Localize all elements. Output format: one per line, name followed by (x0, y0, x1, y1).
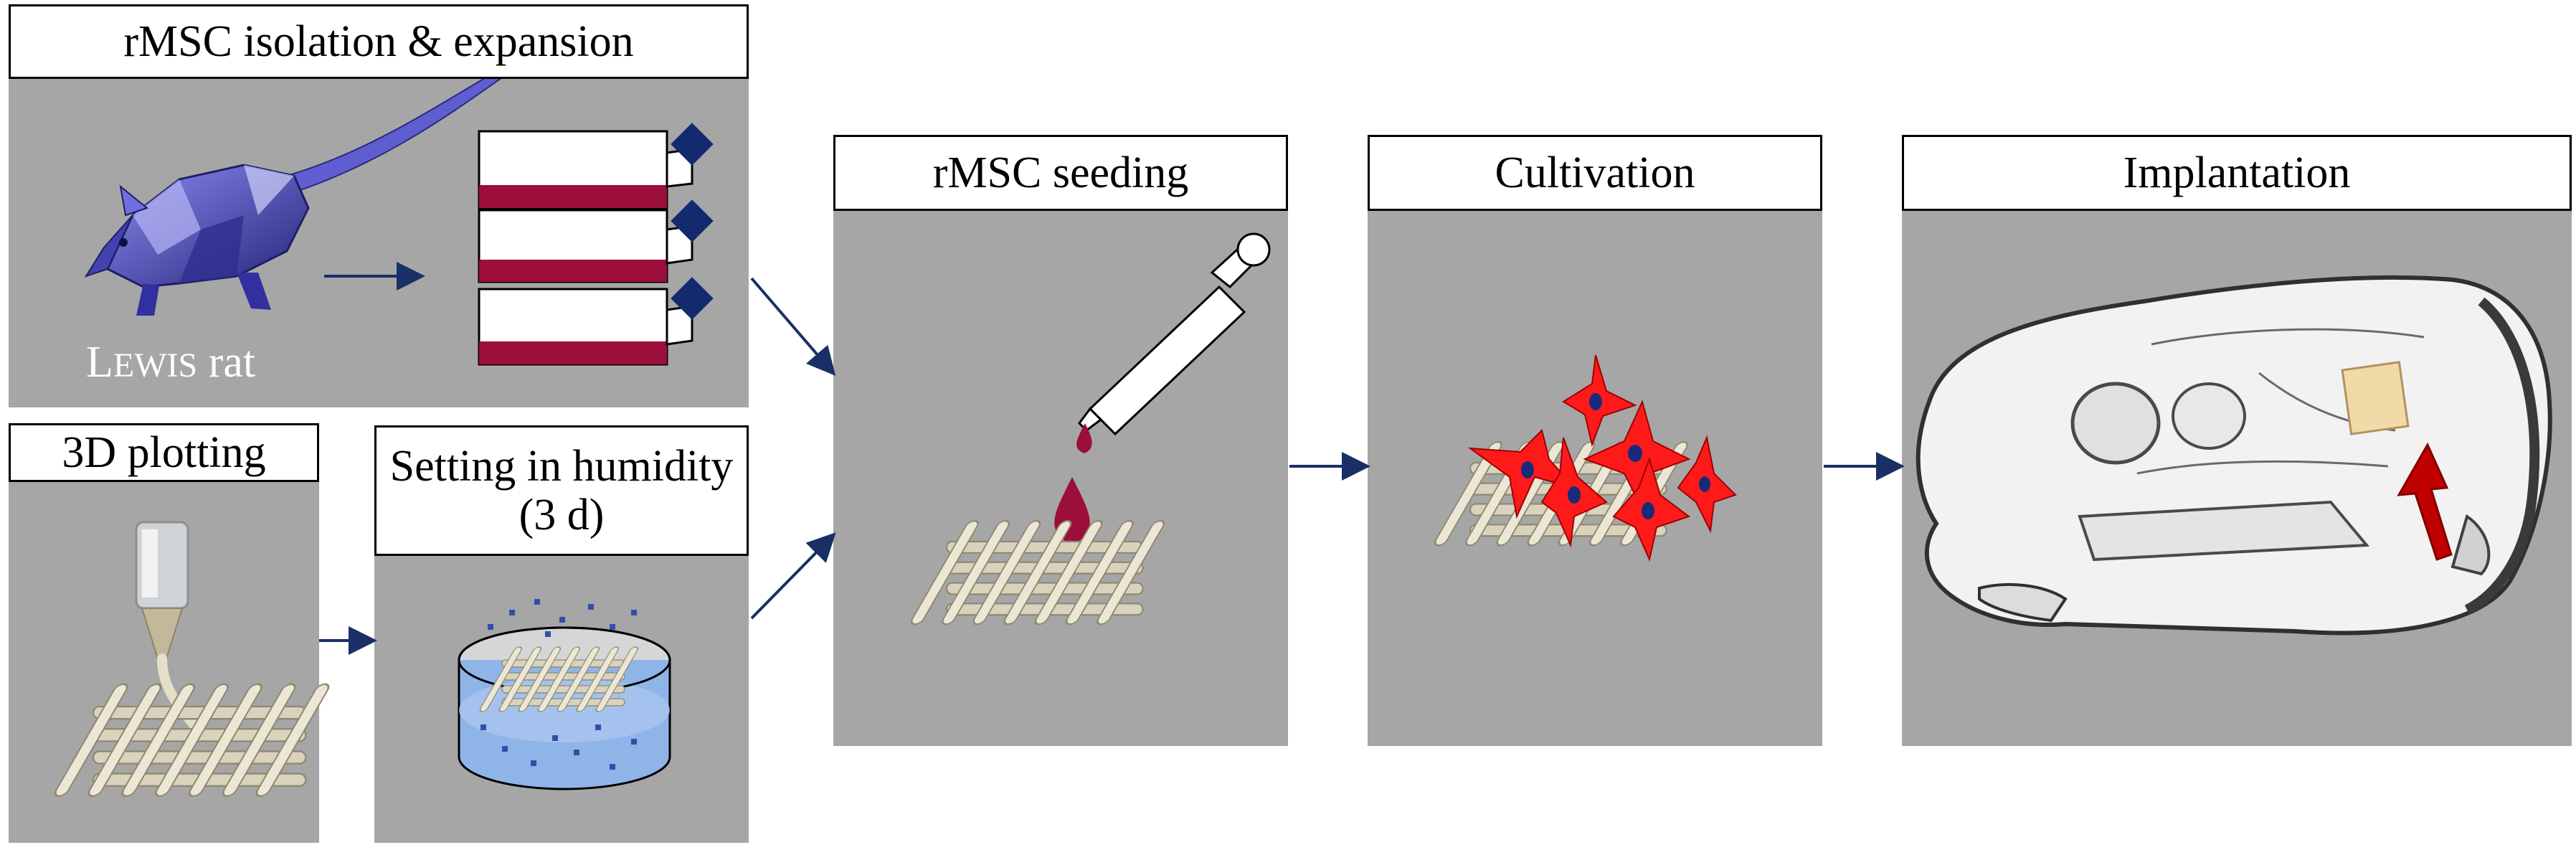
arrow-isolation-to-seeding (750, 277, 836, 377)
arrow-setting-to-seeding (750, 532, 836, 620)
skull-illustration (1916, 275, 2552, 636)
label-implantation: Implantation (1902, 135, 2572, 211)
rat-caption-initial: L (86, 338, 113, 387)
petri-dish-icon (458, 599, 671, 790)
panel-cultivation (1368, 208, 1822, 746)
label-cultivation: Cultivation (1368, 135, 1822, 211)
implant-arrow-icon (2397, 442, 2453, 561)
scaffold-seeding (908, 520, 1168, 625)
label-plotting: 3D plotting (9, 423, 319, 482)
scaffold-plotted (52, 683, 332, 797)
label-seeding: rMSC seeding (833, 135, 1288, 211)
rat-illustration (84, 67, 508, 316)
label-isolation: rMSC isolation & expansion (9, 4, 749, 79)
label-setting: Setting in humidity (3 d) (374, 425, 749, 556)
flow-arrows (319, 262, 1905, 655)
culture-flask-icon (478, 123, 714, 366)
implant-scaffold (2341, 361, 2410, 435)
pipette-icon (1078, 232, 1271, 436)
rat-caption-suffix: rat (197, 338, 256, 387)
rat-caption-smallcaps: EWIS (113, 346, 198, 384)
rat-caption: LEWIS rat (86, 337, 255, 388)
